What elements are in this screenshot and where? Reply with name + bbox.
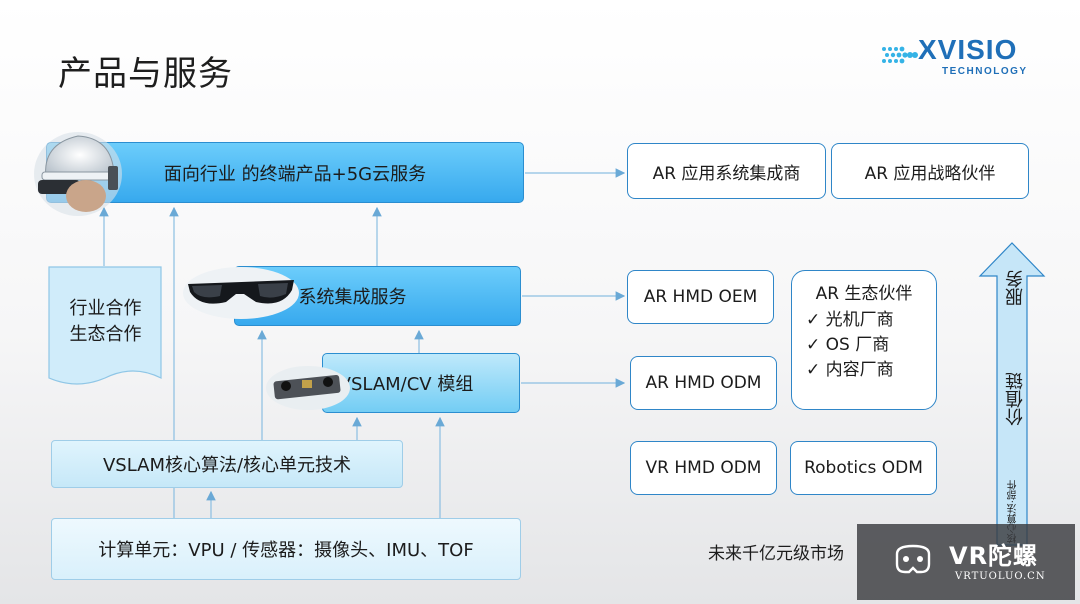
compute-unit-box: 计算单元：VPU / 传感器：摄像头、IMU、TOF — [51, 518, 521, 580]
ar-hmd-oem-label: AR HMD OEM — [643, 287, 758, 307]
industry-product-label: 面向行业 的终端产品+5G云服务 — [163, 163, 427, 185]
partner-item: ✓ 光机厂商 — [806, 310, 894, 330]
vr-headset-icon — [895, 544, 931, 574]
ar-hmd-oem-box: AR HMD OEM — [627, 270, 774, 324]
cooperation-text: 行业合作 生态合作 — [69, 298, 142, 345]
watermark-text: VR陀螺 — [949, 542, 1039, 570]
helmet-image — [34, 132, 122, 216]
cooperation-doc-shape — [48, 266, 162, 385]
ar-hmd-odm-box: AR HMD ODM — [630, 356, 777, 410]
ar-ecosystem-partners-box: AR 生态伙伴 ✓ 光机厂商 ✓ OS 厂商 ✓ 内容厂商 — [791, 270, 937, 410]
vslam-module-box: VSLAM/CV 模组 — [322, 353, 520, 413]
ar-app-partner-label: AR 应用战略伙伴 — [864, 163, 996, 184]
cooperation-box: 行业合作 生态合作 — [48, 266, 163, 378]
ar-app-partner-box: AR 应用战略伙伴 — [831, 143, 1029, 199]
value-chain-arrow — [978, 242, 1046, 546]
logo-dots-icon — [882, 46, 918, 64]
vr-hmd-odm-label: VR HMD ODM — [645, 458, 762, 478]
xvisio-logo: XVISIO TECHNOLOGY — [880, 34, 1040, 80]
robotics-odm-box: Robotics ODM — [790, 441, 937, 495]
watermark-url: VRTUOLUO.CN — [955, 571, 1046, 582]
market-label: 未来千亿元级市场 — [708, 544, 844, 564]
value-chain-top-label: 服务 — [1005, 270, 1026, 306]
vslam-module-label: VSLAM/CV 模组 — [338, 374, 474, 395]
partner-item: ✓ OS 厂商 — [806, 335, 890, 355]
logo-word: XVISIO — [918, 34, 1018, 65]
vslam-board-image — [266, 366, 350, 410]
ar-app-integrator-label: AR 应用系统集成商 — [652, 163, 801, 184]
logo-subtitle: TECHNOLOGY — [942, 66, 1028, 77]
vr-hmd-odm-box: VR HMD ODM — [630, 441, 777, 495]
industry-product-box: 面向行业 的终端产品+5G云服务 — [46, 142, 524, 203]
compute-unit-label: 计算单元：VPU / 传感器：摄像头、IMU、TOF — [98, 540, 474, 561]
robotics-odm-label: Robotics ODM — [804, 458, 923, 478]
core-algorithm-box: VSLAM核心算法/核心单元技术 — [51, 440, 403, 488]
ar-hmd-odm-label: AR HMD ODM — [645, 373, 762, 393]
partner-item: ✓ 内容厂商 — [806, 360, 894, 380]
partners-title: AR 生态伙伴 — [815, 284, 913, 304]
page-title: 产品与服务 — [58, 54, 233, 94]
system-integration-label: 系统集成服务 — [298, 287, 407, 308]
value-chain-middle-label: 价值链 — [1005, 372, 1026, 426]
ar-app-integrator-box: AR 应用系统集成商 — [627, 143, 826, 199]
core-algorithm-label: VSLAM核心算法/核心单元技术 — [102, 455, 352, 476]
ar-glasses-image — [183, 267, 299, 319]
watermark: VR陀螺 VRTUOLUO.CN — [857, 524, 1075, 600]
